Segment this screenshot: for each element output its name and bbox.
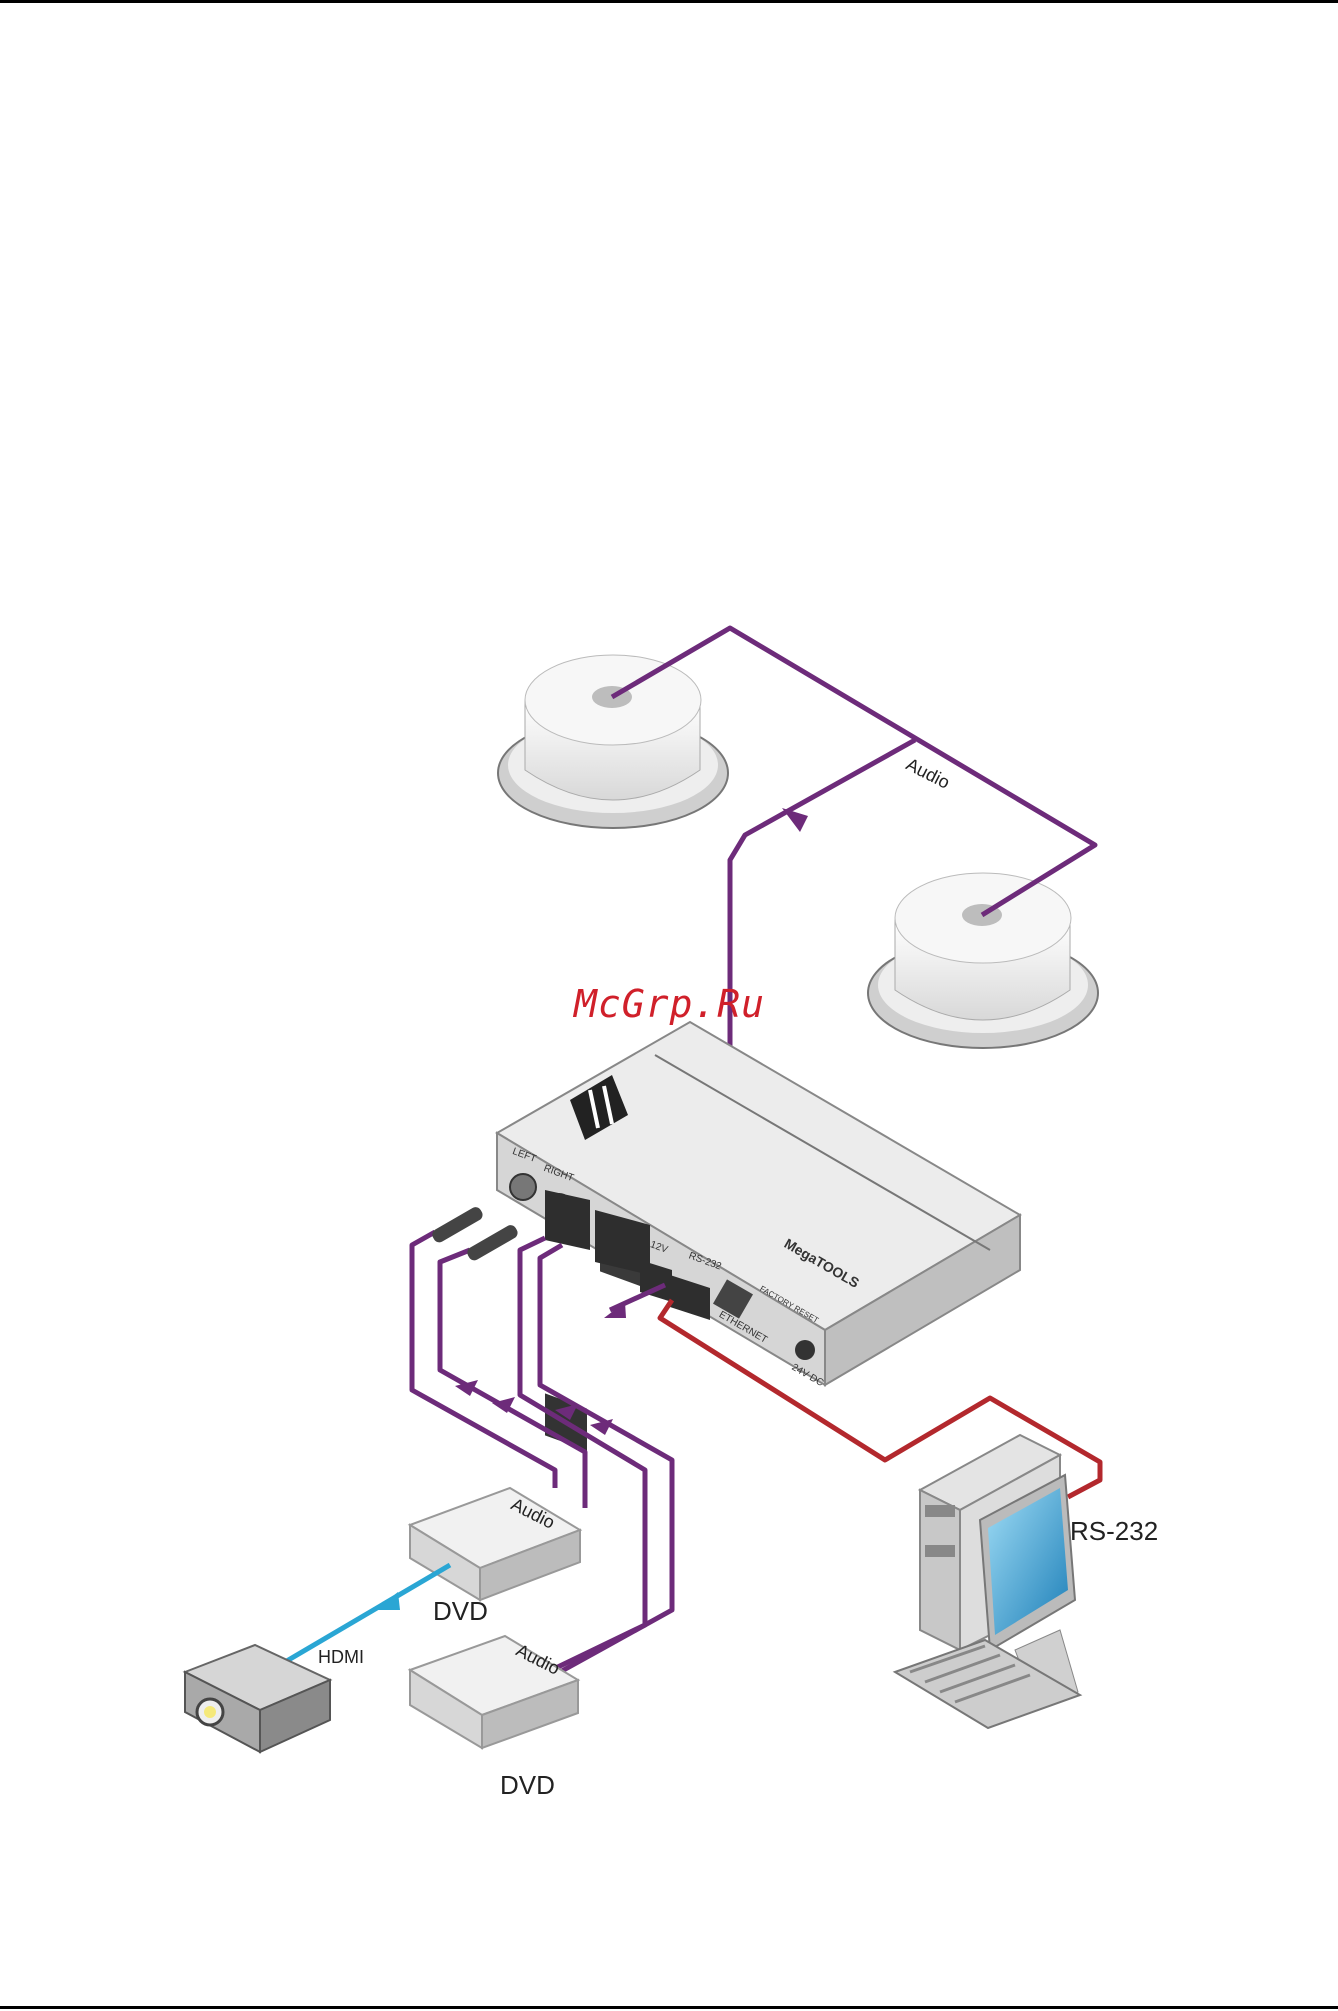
label-dvd-1: DVD xyxy=(433,1596,488,1627)
arrow-control-out xyxy=(604,1302,626,1318)
hdmi-cable xyxy=(285,1565,450,1662)
projector xyxy=(185,1645,330,1752)
label-dvd-2: DVD xyxy=(500,1770,555,1801)
computer xyxy=(895,1435,1080,1728)
dvd-player-1 xyxy=(410,1488,580,1600)
watermark: McGrp.Ru xyxy=(574,982,765,1026)
dvd-player-2 xyxy=(410,1636,578,1748)
ceiling-speaker-2 xyxy=(868,873,1098,1048)
ceiling-speaker-1 xyxy=(498,655,728,828)
control-cable-out xyxy=(610,1285,665,1310)
arrow-hdmi xyxy=(375,1592,400,1610)
label-hdmi: HDMI xyxy=(318,1647,364,1668)
label-rs232: RS-232 xyxy=(1070,1516,1158,1547)
arrow-up-speakers xyxy=(782,808,808,832)
rca-plugs xyxy=(430,1205,520,1263)
